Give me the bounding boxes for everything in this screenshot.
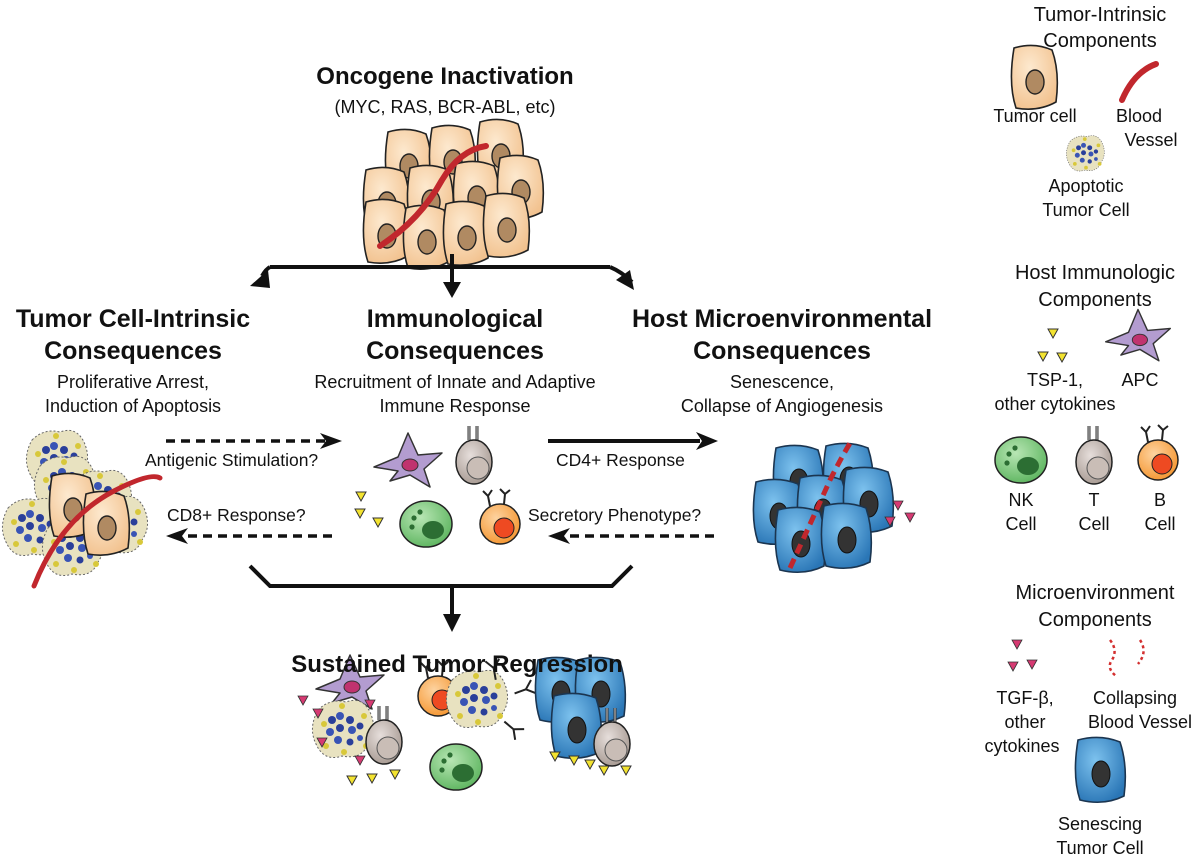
legend-tumor-cell: Tumor cell xyxy=(993,106,1077,126)
immuno-title-2: Consequences xyxy=(366,337,544,365)
label-secretory: Secretory Phenotype? xyxy=(525,505,705,526)
arrow-head-bottom xyxy=(443,614,461,632)
immuno-title-1: Immunological xyxy=(366,305,544,333)
intrinsic-desc-2: Induction of Apoptosis xyxy=(44,396,222,416)
legend-tumor-title-2: Components xyxy=(1043,30,1157,52)
legend-b-2: Cell xyxy=(1144,514,1176,534)
legend-host-title-1: Host Immunologic xyxy=(1014,262,1176,284)
label-antigenic: Antigenic Stimulation? xyxy=(142,450,322,471)
legend-tgf-2: other xyxy=(1004,712,1046,732)
legend-t-2: Cell xyxy=(1078,514,1110,534)
arrow-head-center xyxy=(443,282,461,298)
legend-tgf-1: TGF-β, xyxy=(996,688,1054,708)
intrinsic-title-2: Consequences xyxy=(44,337,222,365)
legend-t-1: T xyxy=(1088,490,1100,510)
arrow-antigenic xyxy=(166,433,342,449)
legend-apc: APC xyxy=(1121,370,1159,390)
intrinsic-title-1: Tumor Cell-Intrinsic xyxy=(15,305,251,333)
immune-cluster-middle xyxy=(354,424,521,548)
host-title-1: Host Microenvironmental xyxy=(631,305,933,333)
arrow-secretory xyxy=(548,528,720,544)
legend-nk-2: Cell xyxy=(1005,514,1037,534)
label-cd4: CD4+ Response xyxy=(553,450,688,471)
legend-tsp-1: TSP-1, xyxy=(1026,370,1083,390)
immuno-desc-1: Recruitment of Innate and Adaptive xyxy=(314,372,596,392)
legend-collapse-2: Blood Vessel xyxy=(1087,712,1193,732)
legend-nk-1: NK xyxy=(1008,490,1034,510)
legend-tumor-title-1: Tumor-Intrinsic xyxy=(1033,4,1167,26)
legend-blood-2: Vessel xyxy=(1124,130,1178,150)
legend-icons xyxy=(994,44,1179,804)
legend-b-1: B xyxy=(1153,490,1166,510)
split-connector xyxy=(260,254,634,284)
merge-connector xyxy=(248,564,634,616)
arrow-head-left xyxy=(250,270,270,288)
legend-blood-1: Blood xyxy=(1115,106,1163,126)
arrow-head-right xyxy=(616,270,634,290)
legend-senescing-2: Tumor Cell xyxy=(1056,838,1144,858)
senescent-cluster xyxy=(752,438,916,574)
legend-senescing-1: Senescing xyxy=(1057,814,1143,834)
arrow-cd4 xyxy=(548,432,718,450)
legend-micro-title-2: Components xyxy=(1038,609,1152,631)
legend-micro-title-1: Microenvironment xyxy=(1015,582,1175,604)
legend-apop-2: Tumor Cell xyxy=(1042,200,1130,220)
host-desc-2: Collapse of Angiogenesis xyxy=(680,396,884,416)
immuno-desc-2: Immune Response xyxy=(379,396,531,416)
arrow-cd8 xyxy=(166,528,334,544)
top-subtitle: (MYC, RAS, BCR-ABL, etc) xyxy=(334,97,556,117)
host-title-2: Consequences xyxy=(693,337,871,365)
intrinsic-desc-1: Proliferative Arrest, xyxy=(56,372,210,392)
legend-apop-1: Apoptotic xyxy=(1048,176,1124,196)
tumor-cluster-top xyxy=(362,118,545,270)
host-desc-1: Senescence, xyxy=(729,372,835,392)
legend-collapse-1: Collapsing xyxy=(1092,688,1178,708)
legend-host-title-2: Components xyxy=(1038,289,1152,311)
legend-tgf-3: cytokines xyxy=(984,736,1060,756)
label-cd8: CD8+ Response? xyxy=(164,505,309,526)
apoptotic-cluster xyxy=(1,429,163,589)
bottom-title: Sustained Tumor Regression xyxy=(291,651,623,678)
top-title: Oncogene Inactivation xyxy=(316,63,574,90)
legend-tsp-2: other cytokines xyxy=(994,394,1116,414)
